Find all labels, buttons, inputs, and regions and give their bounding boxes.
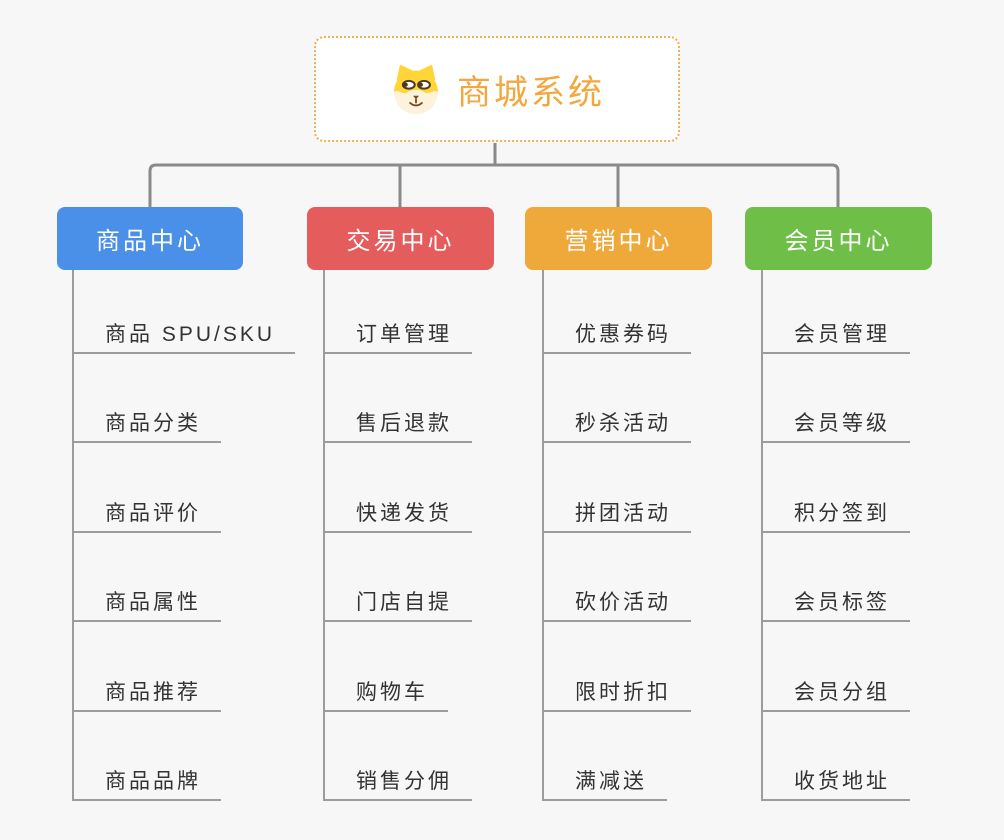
leaf-node[interactable]: 优惠券码 bbox=[542, 322, 691, 354]
branch-spine-line bbox=[761, 270, 763, 801]
leaf-node[interactable]: 满减送 bbox=[542, 769, 667, 801]
branch-spine-line bbox=[72, 270, 74, 801]
branch-spine-line bbox=[542, 270, 544, 801]
branch-node-product-center[interactable]: 商品中心 bbox=[57, 207, 243, 270]
leaf-node[interactable]: 会员管理 bbox=[761, 322, 910, 354]
dog-face-icon bbox=[394, 64, 438, 115]
leaf-node[interactable]: 快递发货 bbox=[323, 501, 472, 533]
leaf-node[interactable]: 会员分组 bbox=[761, 680, 910, 712]
leaf-node[interactable]: 限时折扣 bbox=[542, 680, 691, 712]
leaf-node[interactable]: 商品 SPU/SKU bbox=[72, 322, 296, 354]
leaf-node[interactable]: 售后退款 bbox=[323, 411, 472, 443]
leaf-node[interactable]: 收货地址 bbox=[761, 769, 910, 801]
root-node[interactable]: 商城系统 bbox=[314, 36, 680, 142]
root-title: 商城系统 bbox=[457, 73, 605, 112]
leaf-node[interactable]: 商品评价 bbox=[72, 501, 221, 533]
leaf-node[interactable]: 会员等级 bbox=[761, 411, 910, 443]
leaf-node[interactable]: 商品分类 bbox=[72, 411, 221, 443]
leaf-node[interactable]: 购物车 bbox=[323, 680, 448, 712]
branch-spine-line bbox=[323, 270, 325, 801]
leaf-node[interactable]: 砍价活动 bbox=[542, 590, 691, 622]
leaf-node[interactable]: 订单管理 bbox=[323, 322, 472, 354]
leaf-node[interactable]: 秒杀活动 bbox=[542, 411, 691, 443]
branch-node-member-center[interactable]: 会员中心 bbox=[745, 207, 932, 270]
leaf-node[interactable]: 商品属性 bbox=[72, 590, 221, 622]
branch-node-marketing-center[interactable]: 营销中心 bbox=[525, 207, 712, 270]
leaf-node[interactable]: 商品品牌 bbox=[72, 769, 221, 801]
leaf-node[interactable]: 会员标签 bbox=[761, 590, 910, 622]
leaf-node[interactable]: 销售分佣 bbox=[323, 769, 472, 801]
leaf-node[interactable]: 商品推荐 bbox=[72, 680, 221, 712]
leaf-node[interactable]: 积分签到 bbox=[761, 501, 910, 533]
leaf-node[interactable]: 门店自提 bbox=[323, 590, 472, 622]
leaf-node[interactable]: 拼团活动 bbox=[542, 501, 691, 533]
branch-node-trade-center[interactable]: 交易中心 bbox=[307, 207, 494, 270]
